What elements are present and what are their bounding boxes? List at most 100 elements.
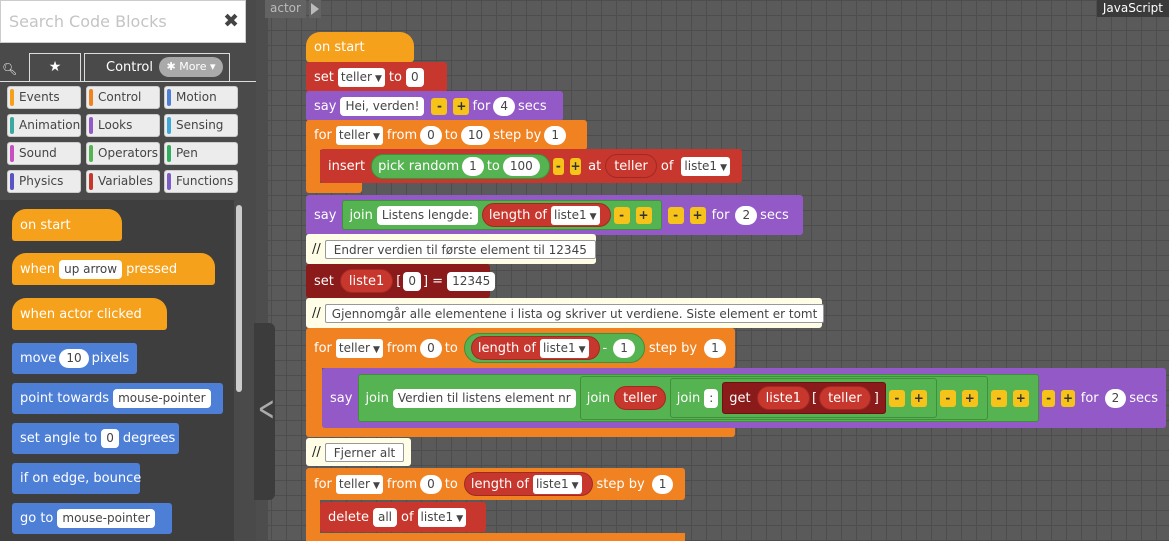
min-field[interactable]: 1: [462, 156, 484, 176]
teller-variable[interactable]: teller: [819, 386, 871, 410]
category-functions[interactable]: Functions: [164, 170, 238, 193]
on-start-block[interactable]: on start: [306, 32, 414, 62]
when-actor-clicked-block[interactable]: when actor clicked: [12, 298, 167, 330]
plus-button[interactable]: +: [961, 389, 978, 407]
delete-block[interactable]: delete all of liste1: [320, 502, 486, 532]
what-field[interactable]: all: [372, 507, 397, 527]
list-dropdown[interactable]: liste1: [550, 205, 600, 225]
comment-text-field[interactable]: Fjerner alt: [324, 442, 405, 462]
from-field[interactable]: 0: [420, 338, 442, 358]
collapse-panel-button[interactable]: <: [254, 323, 275, 500]
length-of-reporter[interactable]: length of liste1: [470, 336, 600, 360]
variable-dropdown[interactable]: teller: [335, 125, 383, 145]
set-list-item-block[interactable]: set liste1 [ 0 ] = 12345: [306, 264, 496, 298]
plus-button[interactable]: +: [569, 157, 582, 175]
text-field[interactable]: :: [704, 388, 719, 408]
plus-button[interactable]: +: [635, 206, 652, 224]
target-field[interactable]: mouse-pointer: [57, 509, 155, 528]
category-sound[interactable]: Sound: [7, 142, 81, 165]
step-field[interactable]: 1: [704, 338, 726, 358]
text-field[interactable]: Listens lengde:: [376, 205, 478, 225]
join-reporter[interactable]: join : get liste1 [ teller ] - +: [669, 378, 937, 418]
minus-button[interactable]: -: [613, 206, 630, 224]
category-animation[interactable]: Animation: [7, 114, 81, 137]
subtract-reporter[interactable]: length of liste1 - 1: [463, 333, 645, 363]
list-variable[interactable]: liste1: [756, 386, 810, 410]
category-variables[interactable]: Variables: [86, 170, 160, 193]
when-key-pressed-block[interactable]: when up arrow pressed: [12, 253, 215, 285]
category-events[interactable]: Events: [7, 86, 81, 109]
plus-button[interactable]: +: [1012, 389, 1029, 407]
plus-button[interactable]: +: [910, 389, 927, 407]
tab-control[interactable]: Control ✱ More ▾: [84, 53, 230, 81]
minus-button[interactable]: -: [888, 389, 905, 407]
target-field[interactable]: mouse-pointer: [113, 389, 211, 408]
category-control[interactable]: Control: [86, 86, 160, 109]
minus-button[interactable]: -: [990, 389, 1007, 407]
comment-block[interactable]: // Fjerner alt: [306, 438, 411, 466]
step-field[interactable]: 1: [651, 474, 674, 494]
comment-text-field[interactable]: Endrer verdien til første element til 12…: [324, 239, 596, 259]
join-reporter[interactable]: join Listens lengde: length of liste1 - …: [342, 200, 662, 230]
category-physics[interactable]: Physics: [7, 170, 81, 193]
point-towards-block[interactable]: point towards mouse-pointer: [12, 383, 223, 414]
variable-dropdown[interactable]: teller: [335, 338, 383, 358]
plus-button[interactable]: +: [453, 97, 470, 115]
value-field[interactable]: 0: [405, 67, 424, 87]
value-field[interactable]: 12345: [447, 271, 496, 291]
minus-button[interactable]: -: [939, 389, 956, 407]
minus-button[interactable]: -: [552, 157, 564, 175]
comment-block[interactable]: // Gjennomgår alle elementene i lista og…: [306, 298, 825, 328]
bounce-block[interactable]: if on edge, bounce: [12, 463, 141, 494]
tab-favorites[interactable]: ★: [29, 53, 81, 81]
plus-button[interactable]: +: [689, 206, 706, 224]
angle-field[interactable]: 0: [101, 429, 119, 448]
for-loop-block[interactable]: for teller from 0 to length of liste1 st…: [306, 468, 685, 500]
set-angle-block[interactable]: set angle to 0 degrees: [12, 423, 179, 454]
for-loop-block[interactable]: for teller from 0 to length of liste1 - …: [306, 328, 735, 368]
index-field[interactable]: 0: [403, 271, 421, 291]
palette-scrollbar[interactable]: [236, 205, 242, 392]
category-looks[interactable]: Looks: [86, 114, 160, 137]
play-icon[interactable]: [309, 0, 321, 18]
list-dropdown[interactable]: liste1: [532, 474, 582, 494]
comment-text-field[interactable]: Gjennomgår alle elementene i lista og sk…: [324, 303, 825, 323]
operand-field[interactable]: 1: [613, 338, 635, 358]
search-input[interactable]: [1, 1, 201, 42]
move-steps-field[interactable]: 10: [59, 349, 89, 368]
join-reporter[interactable]: join teller join : get liste1 [ teller ]…: [579, 376, 988, 420]
say-block[interactable]: say join Verdien til listens element nr …: [322, 368, 1166, 428]
for-loop-block[interactable]: for teller from 0 to 10 step by 1: [306, 120, 587, 150]
clear-search-icon[interactable]: ✖: [223, 10, 239, 32]
step-field[interactable]: 1: [544, 125, 566, 145]
list-dropdown[interactable]: liste1: [417, 507, 467, 527]
say-block[interactable]: say Hei, verden! - + for 4 secs: [306, 91, 563, 121]
category-pen[interactable]: Pen: [164, 142, 238, 165]
minus-button[interactable]: -: [1041, 389, 1056, 407]
more-button[interactable]: ✱ More ▾: [159, 57, 223, 77]
seconds-field[interactable]: 2: [735, 205, 758, 225]
seconds-field[interactable]: 2: [1104, 388, 1127, 408]
insert-block[interactable]: insert pick random 1 to 100 - + at telle…: [320, 149, 742, 183]
say-text-field[interactable]: Hei, verden!: [340, 96, 425, 116]
comment-block[interactable]: // Endrer verdien til første element til…: [306, 234, 596, 264]
length-of-reporter[interactable]: length of liste1: [481, 203, 611, 227]
join-reporter[interactable]: join Verdien til listens element nr join…: [358, 374, 1039, 422]
teller-variable[interactable]: teller: [605, 154, 657, 178]
pick-random-reporter[interactable]: pick random 1 to 100: [371, 153, 550, 179]
category-operators[interactable]: Operators: [86, 142, 160, 165]
minus-button[interactable]: -: [431, 97, 448, 115]
teller-variable[interactable]: teller: [614, 386, 666, 410]
variable-dropdown[interactable]: teller: [335, 474, 383, 494]
category-sensing[interactable]: Sensing: [164, 114, 238, 137]
language-toggle[interactable]: JavaScript: [1096, 0, 1169, 17]
to-field[interactable]: 10: [460, 125, 491, 145]
search-icon[interactable]: 🔍︎: [2, 62, 18, 76]
from-field[interactable]: 0: [420, 125, 442, 145]
breadcrumb[interactable]: actor: [265, 0, 306, 18]
minus-button[interactable]: -: [667, 206, 684, 224]
get-list-item-reporter[interactable]: get liste1 [ teller ]: [722, 382, 886, 414]
seconds-field[interactable]: 4: [493, 96, 515, 116]
from-field[interactable]: 0: [420, 474, 442, 494]
plus-button[interactable]: +: [1061, 389, 1075, 407]
